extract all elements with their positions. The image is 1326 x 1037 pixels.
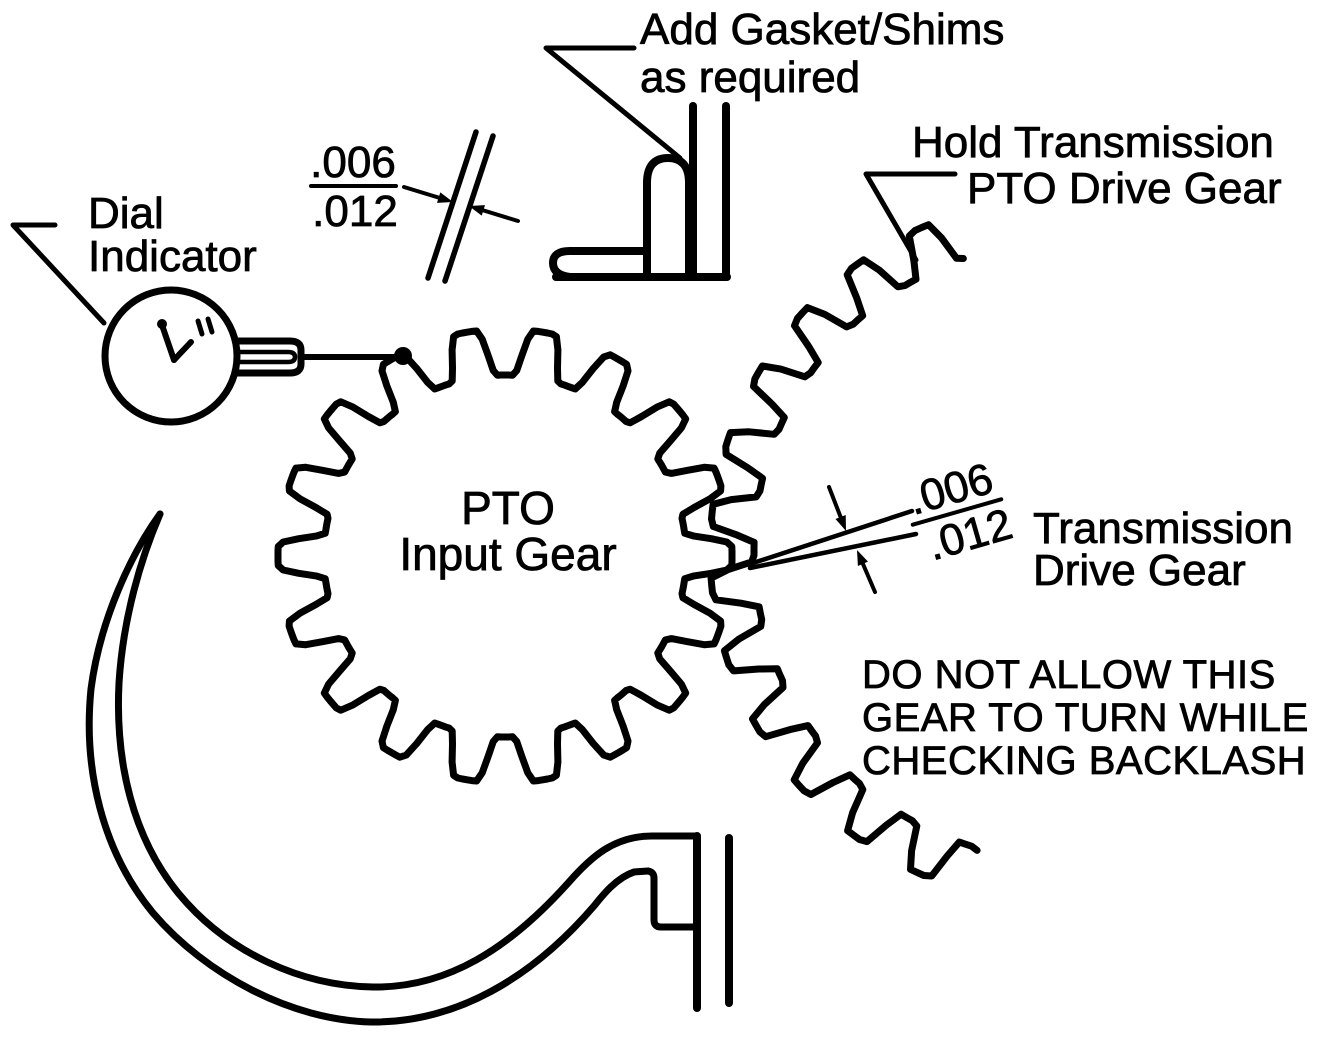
arrow-shaft [402,185,441,200]
dial-indicator-leader-line [10,222,107,326]
mesh-gap-arrow-lower [857,550,877,594]
dial-indicator-face [101,286,241,426]
housing-crescent-outer-line [85,510,699,1026]
label-add-gasket-line1: Add Gasket/Shims [640,5,1004,54]
dial-contact-point [394,347,412,365]
gasket-boss-dome [643,154,693,281]
mesh-pointer-lower-line [747,531,919,571]
arrow-head [469,205,485,216]
label-hold-transmission-line1: Hold Transmission [912,118,1274,167]
mesh-pointer [747,485,919,594]
gap-arrow-left [402,185,453,203]
backlash-fraction-left: .006 .012 [309,138,398,236]
warning-text-line1: DO NOT ALLOW THIS [862,653,1276,697]
housing-crescent [85,510,699,1026]
backlash-left-denominator: .012 [312,187,398,236]
label-add-gasket-line2: as required [640,53,860,102]
warning-text-line2: GEAR TO TURN WHILE [862,696,1309,740]
lower-housing-bracket [693,832,733,1012]
dial-needle-short [171,339,194,363]
label-transmission-drive-gear-line2: Drive Gear [1033,546,1246,595]
backlash-gap-symbol [402,129,520,284]
dial-needle [160,325,177,363]
housing-crescent-inner-line [115,510,699,991]
backlash-right-fraction-bar [910,497,1004,527]
warning-text-line3: CHECKING BACKLASH [862,739,1306,783]
arrow-head [437,192,453,203]
hold-gear-leader-line [863,171,958,263]
transmission-drive-gear-teeth [707,221,981,880]
dial-needle-hub [157,319,167,329]
pto-input-gear-outline [274,327,736,785]
label-hold-transmission-line2: PTO Drive Gear [967,164,1282,213]
arrow-shaft [860,561,877,594]
mesh-pointer-upper-line [747,508,915,567]
label-pto-input-gear-line1: PTO [461,482,555,534]
dial-stem-barrel [233,337,305,377]
arrow-shaft [827,485,843,520]
mesh-gap-arrow-upper [827,485,846,531]
dial-face-tick-2 [205,316,215,335]
arrow-head [835,515,846,531]
dial-stem-slot [237,349,298,365]
dial-face-tick-1 [195,318,205,337]
arrow-head [857,550,868,566]
arrow-shaft [481,208,520,223]
label-pto-input-gear-line2: Input Gear [399,528,616,580]
gap-slash-line-1 [425,129,479,281]
gap-arrow-right [469,205,520,223]
label-transmission-drive-gear-line1: Transmission [1033,504,1293,553]
label-dial-indicator-line1: Dial [88,189,164,238]
label-dial-indicator-line2: Indicator [88,232,257,281]
gap-slash-line-2 [442,133,496,284]
gasket-leader-line [543,45,683,161]
dial-indicator [101,286,412,426]
upper-housing-bracket [549,102,731,281]
backlash-fraction-right: .006 .012 [902,454,1018,571]
backlash-left-numerator: .006 [310,138,396,187]
